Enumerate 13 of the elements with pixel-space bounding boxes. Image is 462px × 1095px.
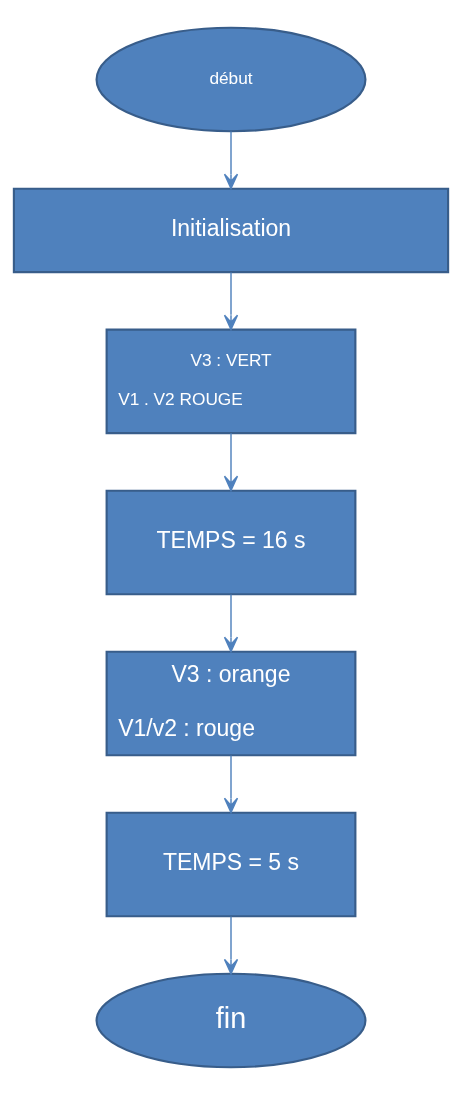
node-box: V3 : VERT V1 . V2 ROUGE [105,328,357,435]
arrow [223,915,239,975]
node-ellipse: début [95,26,367,133]
arrow [223,593,239,653]
arrow [223,271,239,331]
node-box: V3 : orange V1/v2 : rouge [105,650,357,757]
node-box: Initialisation [12,187,450,274]
arrow [223,754,239,814]
node-box: TEMPS = 16 s [105,489,357,596]
arrow [223,432,239,492]
arrow [223,130,239,190]
node-box: TEMPS = 5 s [105,811,357,918]
node-ellipse: fin [95,972,367,1069]
